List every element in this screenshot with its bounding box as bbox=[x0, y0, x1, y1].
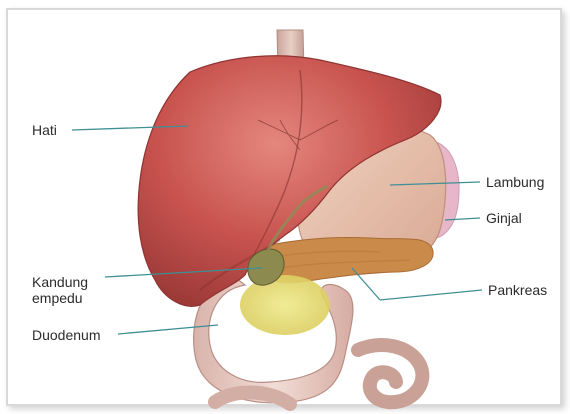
label-ginjal: Ginjal bbox=[486, 210, 522, 226]
gallbladder-fluid-shape bbox=[240, 275, 330, 335]
label-duodenum: Duodenum bbox=[32, 327, 101, 343]
label-lambung: Lambung bbox=[486, 174, 544, 190]
leader-line-pankreas-2 bbox=[380, 290, 482, 300]
label-pankreas: Pankreas bbox=[488, 282, 547, 298]
intestine-loop-shape-lower bbox=[215, 392, 290, 404]
label-kandung-empedu: Kandung empedu bbox=[32, 274, 122, 306]
intestine-loop-shape bbox=[358, 345, 422, 402]
label-hati: Hati bbox=[32, 122, 57, 138]
